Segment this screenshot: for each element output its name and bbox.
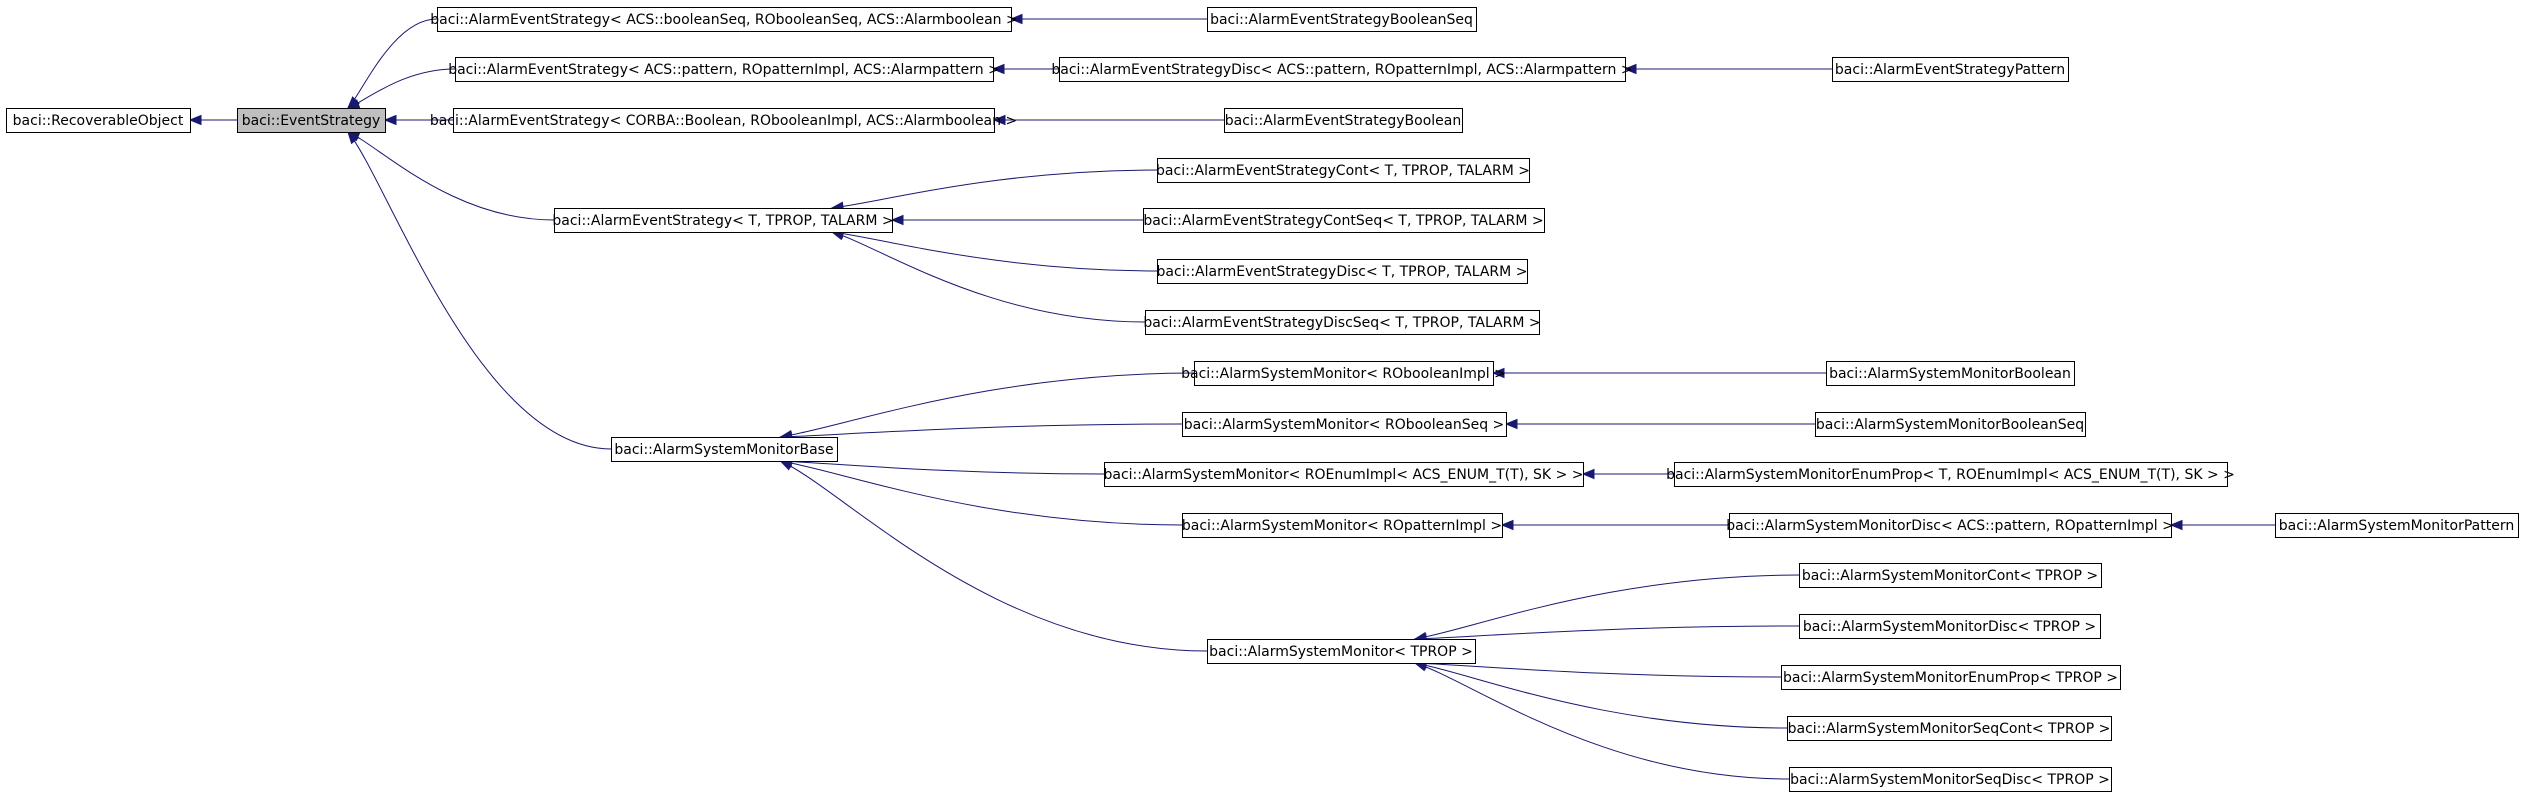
inheritance-edge xyxy=(346,131,555,221)
inheritance-edge xyxy=(1491,367,1826,379)
class-label: baci::AlarmSystemMonitorBoolean xyxy=(1829,366,2071,382)
class-node-asm-pattern-leaf[interactable]: baci::AlarmSystemMonitorPattern xyxy=(2275,513,2519,538)
inheritance-edge xyxy=(830,169,1158,212)
class-label: baci::AlarmEventStrategyCont< T, TPROP, … xyxy=(1156,163,1530,179)
class-node-aes-cont[interactable]: baci::AlarmEventStrategyCont< T, TPROP, … xyxy=(1156,158,1530,183)
class-node-asm-boolean-leaf[interactable]: baci::AlarmSystemMonitorBoolean xyxy=(1826,361,2075,386)
edges-layer xyxy=(188,13,2275,780)
class-label: baci::AlarmEventStrategyPattern xyxy=(1835,62,2065,78)
class-label: baci::AlarmSystemMonitorBase xyxy=(614,442,833,458)
class-label: baci::AlarmSystemMonitorBooleanSeq xyxy=(1816,417,2084,433)
class-label: baci::AlarmEventStrategy< ACS::pattern, … xyxy=(448,62,1000,78)
class-node-aes-pattern-leaf[interactable]: baci::AlarmEventStrategyPattern xyxy=(1832,57,2069,82)
class-label: baci::AlarmSystemMonitorEnumProp< TPROP … xyxy=(1783,670,2118,686)
class-label: baci::AlarmEventStrategy< ACS::booleanSe… xyxy=(430,12,1017,28)
class-label: baci::AlarmSystemMonitorCont< TPROP > xyxy=(1802,568,2098,584)
class-node-aes-contseq[interactable]: baci::AlarmEventStrategyContSeq< T, TPRO… xyxy=(1143,208,1545,233)
class-node-recoverable[interactable]: baci::RecoverableObject xyxy=(6,108,191,133)
class-label: baci::AlarmEventStrategyDisc< T, TPROP, … xyxy=(1157,264,1528,280)
class-label: baci::AlarmSystemMonitor< ROpatternImpl … xyxy=(1182,518,1502,534)
inheritance-edge xyxy=(1413,574,1800,643)
class-label: baci::AlarmSystemMonitor< RObooleanSeq > xyxy=(1184,417,1505,433)
class-node-aes-boolean[interactable]: baci::AlarmEventStrategy< CORBA::Boolean… xyxy=(430,108,1017,133)
class-node-asm-enumprop[interactable]: baci::AlarmSystemMonitorEnumProp< TPROP … xyxy=(1781,665,2121,690)
class-node-aes-discseq[interactable]: baci::AlarmEventStrategyDiscSeq< T, TPRO… xyxy=(1143,310,1541,335)
class-label: baci::EventStrategy xyxy=(242,113,381,129)
class-label: baci::AlarmSystemMonitor< RObooleanImpl … xyxy=(1181,366,1506,382)
inheritance-edge xyxy=(1500,519,1729,531)
class-label: baci::AlarmEventStrategy< CORBA::Boolean… xyxy=(430,113,1017,129)
inheritance-edge xyxy=(347,130,612,450)
class-node-asm-seqdisc[interactable]: baci::AlarmSystemMonitorSeqDisc< TPROP > xyxy=(1789,767,2112,792)
class-node-asm-cont[interactable]: baci::AlarmSystemMonitorCont< TPROP > xyxy=(1799,563,2102,588)
inheritance-edge xyxy=(1623,63,1832,75)
class-label: baci::AlarmSystemMonitorSeqDisc< TPROP > xyxy=(1790,772,2110,788)
class-node-aes-boolseq-leaf[interactable]: baci::AlarmEventStrategyBooleanSeq xyxy=(1207,7,1477,32)
inheritance-edge xyxy=(779,423,1183,442)
class-node-asm-enumprop-t[interactable]: baci::AlarmSystemMonitorEnumProp< T, ROE… xyxy=(1666,462,2235,487)
inheritance-edge xyxy=(991,63,1059,75)
class-label: baci::AlarmEventStrategyDisc< ACS::patte… xyxy=(1051,62,1632,78)
inheritance-edge xyxy=(1581,468,1674,480)
class-label: baci::AlarmEventStrategyBooleanSeq xyxy=(1210,12,1473,28)
class-node-asm-boolseq[interactable]: baci::AlarmSystemMonitor< RObooleanSeq > xyxy=(1182,412,1507,437)
class-node-asm-seqcont[interactable]: baci::AlarmSystemMonitorSeqCont< TPROP > xyxy=(1787,716,2112,741)
class-label: baci::AlarmEventStrategyDiscSeq< T, TPRO… xyxy=(1143,315,1540,331)
class-node-asm-enum[interactable]: baci::AlarmSystemMonitor< ROEnumImpl< AC… xyxy=(1104,462,1584,487)
inheritance-edge xyxy=(2169,519,2275,531)
class-label: baci::AlarmSystemMonitor< TPROP > xyxy=(1209,644,1473,660)
class-node-asm-tprop[interactable]: baci::AlarmSystemMonitor< TPROP > xyxy=(1207,639,1476,664)
inheritance-edge xyxy=(347,18,438,109)
class-node-asm-boolseq-leaf[interactable]: baci::AlarmSystemMonitorBooleanSeq xyxy=(1815,412,2086,437)
class-label: baci::AlarmEventStrategy< T, TPROP, TALA… xyxy=(552,213,893,229)
class-label: baci::AlarmEventStrategyContSeq< T, TPRO… xyxy=(1143,213,1543,229)
class-node-aes-boolean-leaf[interactable]: baci::AlarmEventStrategyBoolean xyxy=(1224,108,1463,133)
inheritance-edge xyxy=(779,372,1195,441)
class-node-aes-pattern[interactable]: baci::AlarmEventStrategy< ACS::pattern, … xyxy=(448,57,1000,82)
class-node-asmdisc-pattern[interactable]: baci::AlarmSystemMonitorDisc< ACS::patte… xyxy=(1726,513,2174,538)
inheritance-edge xyxy=(346,68,456,109)
class-node-aes-disc[interactable]: baci::AlarmEventStrategyDisc< T, TPROP, … xyxy=(1157,259,1528,284)
class-node-asm-boolean[interactable]: baci::AlarmSystemMonitor< RObooleanImpl … xyxy=(1181,361,1506,386)
class-node-eventstrategy: baci::EventStrategy xyxy=(237,108,386,133)
class-node-asmb[interactable]: baci::AlarmSystemMonitorBase xyxy=(611,437,838,462)
class-label: baci::AlarmEventStrategyBoolean xyxy=(1225,113,1461,129)
inheritance-edge xyxy=(383,114,453,126)
class-label: baci::AlarmSystemMonitorDisc< TPROP > xyxy=(1803,619,2096,635)
class-label: baci::AlarmSystemMonitorDisc< ACS::patte… xyxy=(1726,518,2174,534)
inheritance-edge xyxy=(1413,659,1788,729)
class-node-asm-disc[interactable]: baci::AlarmSystemMonitorDisc< TPROP > xyxy=(1799,614,2101,639)
inheritance-edge xyxy=(188,114,237,126)
inheritance-edge xyxy=(779,460,1208,652)
class-label: baci::AlarmSystemMonitorSeqCont< TPROP > xyxy=(1788,721,2111,737)
inheritance-edge xyxy=(1009,13,1207,25)
inheritance-edge xyxy=(890,214,1143,226)
class-node-asm-pattern[interactable]: baci::AlarmSystemMonitor< ROpatternImpl … xyxy=(1182,513,1503,538)
inheritance-edge xyxy=(992,114,1224,126)
class-node-aes-boolseq[interactable]: baci::AlarmEventStrategy< ACS::booleanSe… xyxy=(430,7,1018,32)
inheritance-edge xyxy=(1504,418,1815,430)
class-label: baci::AlarmSystemMonitorEnumProp< T, ROE… xyxy=(1666,467,2235,483)
class-label: baci::AlarmSystemMonitor< ROEnumImpl< AC… xyxy=(1104,467,1584,483)
inheritance-edge xyxy=(830,230,1146,323)
class-label: baci::AlarmSystemMonitorPattern xyxy=(2279,518,2514,534)
class-label: baci::RecoverableObject xyxy=(13,113,184,129)
class-node-aes-t[interactable]: baci::AlarmEventStrategy< T, TPROP, TALA… xyxy=(552,208,894,233)
inheritance-edge xyxy=(830,228,1158,272)
nodes-layer: baci::RecoverableObject baci::EventStrate… xyxy=(6,7,2519,792)
class-node-aesdisc-pattern[interactable]: baci::AlarmEventStrategyDisc< ACS::patte… xyxy=(1051,57,1633,82)
inheritance-edge xyxy=(1413,661,1790,780)
